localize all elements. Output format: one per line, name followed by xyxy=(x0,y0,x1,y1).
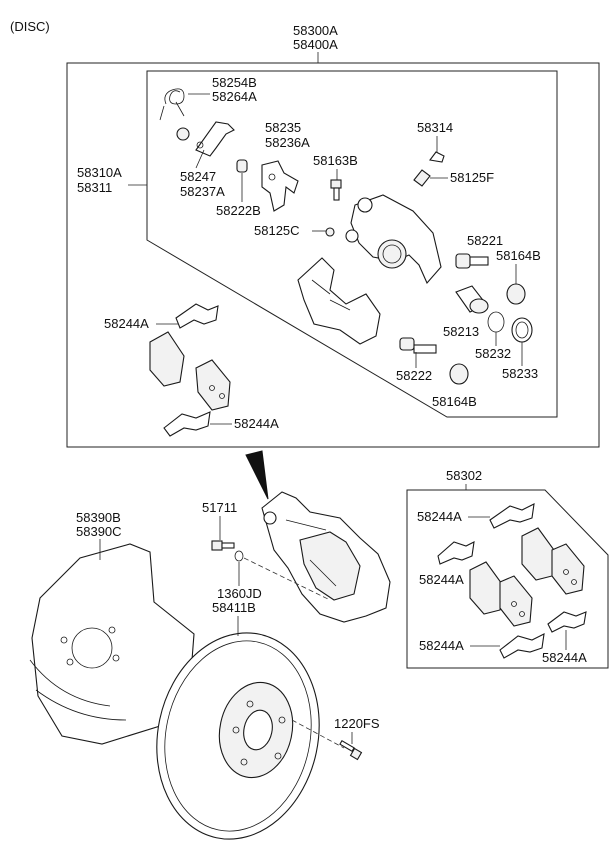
caliper-carrier xyxy=(297,257,381,345)
pad-clip-lower xyxy=(163,411,211,437)
label-58302: 58302 xyxy=(446,468,482,483)
section-label: (DISC) xyxy=(10,19,50,34)
caliper-subassembly-panel xyxy=(146,70,558,418)
kit-clip-4 xyxy=(547,611,587,633)
label-1360JD: 1360JD xyxy=(217,586,262,601)
bolt-head-part xyxy=(330,179,342,189)
label-58222B: 58222B xyxy=(216,203,261,218)
label-58244A-1: 58244A xyxy=(104,316,149,331)
label-58244A-2: 58244A xyxy=(234,416,279,431)
brake-pad-left xyxy=(149,331,185,387)
label-58125C: 58125C xyxy=(254,223,300,238)
kit-pad-2 xyxy=(551,543,585,595)
clip-part xyxy=(429,151,445,163)
label-58411B: 58411B xyxy=(212,600,256,615)
label-58164B-bottom: 58164B xyxy=(432,394,477,409)
label-58236A: 58236A xyxy=(265,135,310,150)
kit-pad-3 xyxy=(469,561,503,615)
pad-clip-upper xyxy=(175,303,219,329)
bracket-part xyxy=(195,121,235,157)
label-1220FS: 1220FS xyxy=(334,716,380,731)
label-58264A: 58264A xyxy=(212,89,257,104)
assembled-caliper xyxy=(261,491,391,623)
label-58235: 58235 xyxy=(265,120,301,135)
plate-part xyxy=(261,160,299,212)
caliper-bolt xyxy=(211,540,235,551)
nut-part xyxy=(176,127,190,141)
seal-part xyxy=(487,311,505,333)
label-58233: 58233 xyxy=(502,366,538,381)
label-58400A: 58400A xyxy=(293,37,338,52)
label-58254B: 58254B xyxy=(212,75,257,90)
piston-part xyxy=(455,285,489,314)
bushing-part xyxy=(236,159,248,173)
label-58311: 58311 xyxy=(77,180,112,195)
label-51711: 51711 xyxy=(202,500,237,515)
label-58244A-6: 58244A xyxy=(542,650,587,665)
label-58390B: 58390B xyxy=(76,510,121,525)
guide-pin-lower xyxy=(399,337,437,354)
kit-pad-4 xyxy=(499,575,533,627)
caliper-assembly-box xyxy=(66,62,600,448)
kit-clip-3 xyxy=(499,633,545,659)
label-58244A-4: 58244A xyxy=(419,572,464,587)
boot-upper xyxy=(506,283,526,305)
cap-part xyxy=(325,227,335,237)
label-58125F: 58125F xyxy=(450,170,494,185)
label-58213: 58213 xyxy=(443,324,479,339)
label-58314: 58314 xyxy=(417,120,453,135)
label-58300A: 58300A xyxy=(293,23,338,38)
kit-pad-1 xyxy=(521,527,555,581)
disc-screw xyxy=(339,740,363,761)
boot-lower xyxy=(449,363,469,385)
guide-pin-upper xyxy=(455,253,489,269)
kit-clip-1 xyxy=(489,503,535,529)
brake-disc xyxy=(156,632,320,840)
washer-part xyxy=(234,550,244,562)
spring-part xyxy=(159,88,185,121)
label-58247: 58247 xyxy=(180,169,216,184)
pointer-arrow xyxy=(245,450,269,500)
label-58244A-3: 58244A xyxy=(417,509,462,524)
label-58310A: 58310A xyxy=(77,165,122,180)
label-58390C: 58390C xyxy=(76,524,122,539)
brake-pad-right xyxy=(195,359,231,411)
pad-kit-box xyxy=(406,489,609,669)
label-58237A: 58237A xyxy=(180,184,225,199)
bleeder-part xyxy=(413,169,431,187)
label-58163B: 58163B xyxy=(313,153,358,168)
caliper-body xyxy=(345,194,442,285)
kit-clip-2 xyxy=(437,541,475,565)
label-58222: 58222 xyxy=(396,368,432,383)
label-58164B-top: 58164B xyxy=(496,248,541,263)
label-58244A-5: 58244A xyxy=(419,638,464,653)
label-58221: 58221 xyxy=(467,233,503,248)
label-58232: 58232 xyxy=(475,346,511,361)
